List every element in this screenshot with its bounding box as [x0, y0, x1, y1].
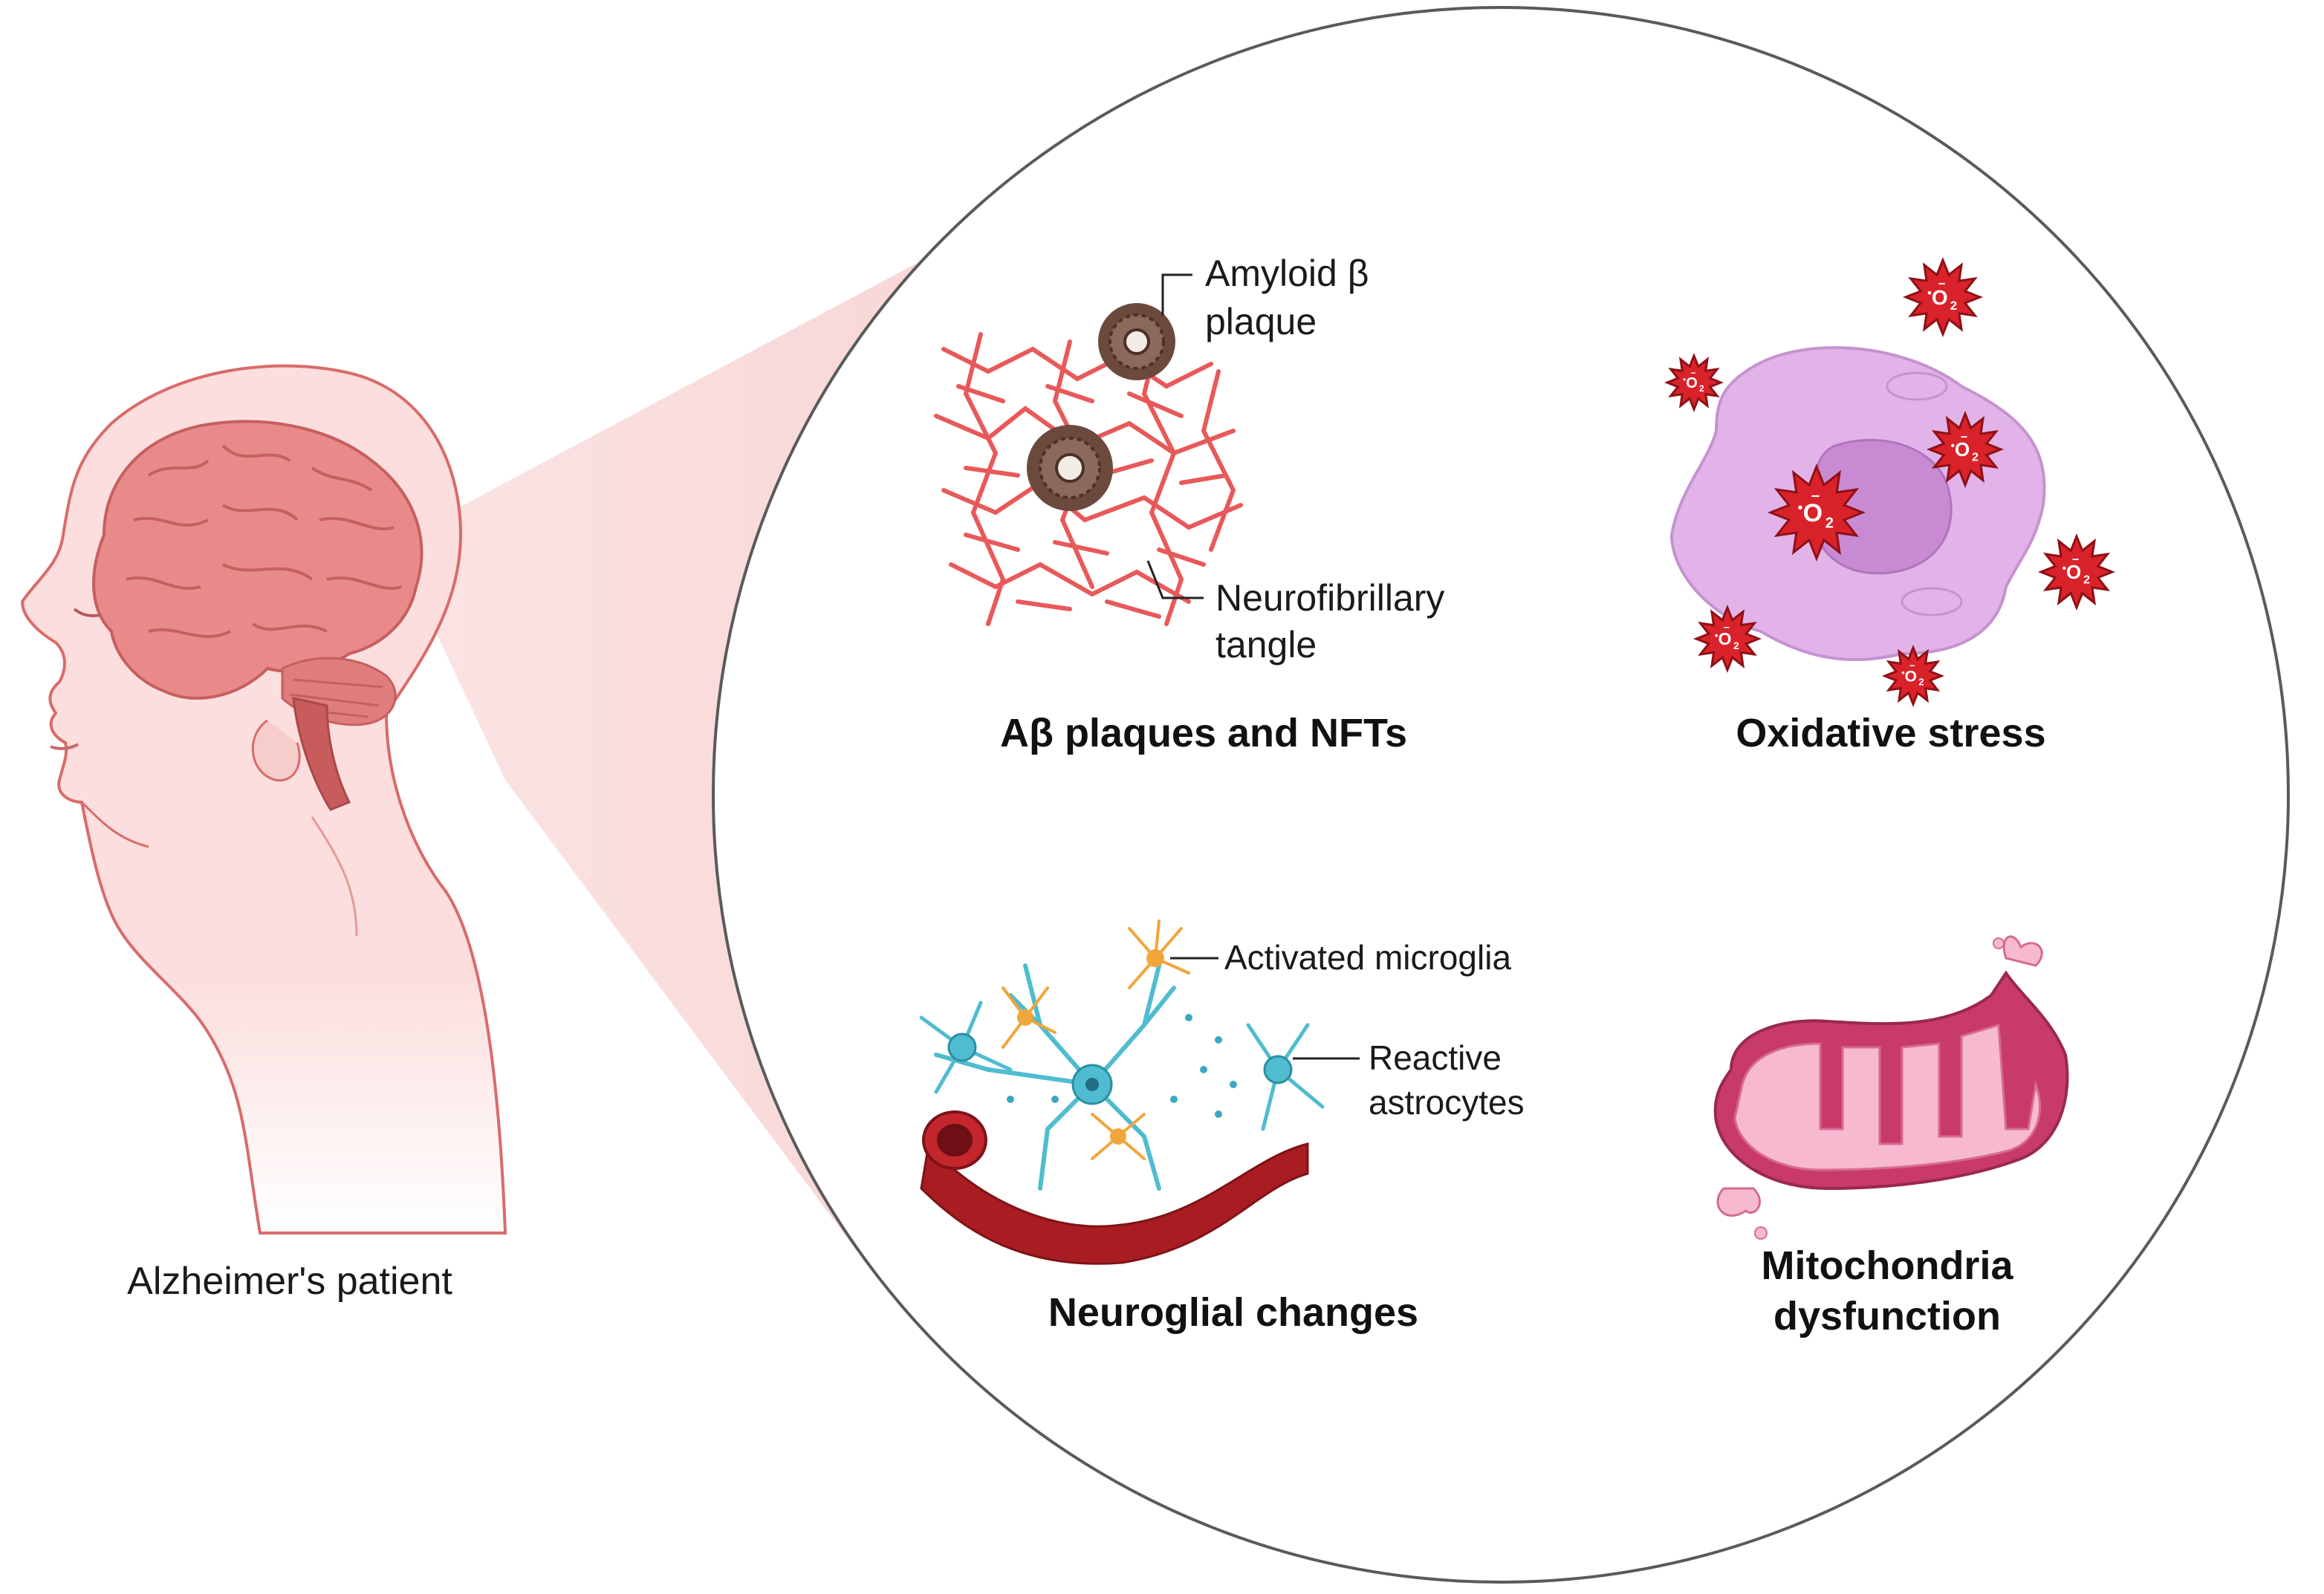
- radical-subscript: 2: [1950, 299, 1957, 313]
- radical-dot: •: [1951, 440, 1955, 452]
- radical-subscript: 2: [1918, 677, 1924, 688]
- plaque-callout-line: [1161, 273, 1192, 316]
- panel-neuroglial: Activated microglia Reactive astrocytes …: [919, 920, 1525, 1335]
- plaque-callout-label-2: plaque: [1205, 301, 1317, 342]
- radical-label: O: [1803, 499, 1822, 527]
- panel-plaques: Amyloid β plaque Neurofibrillary tangle …: [934, 253, 1444, 755]
- radical-starburst: [1902, 256, 1984, 338]
- amyloid-plaque-icon: [1027, 425, 1113, 511]
- tangle-callout-label: Neurofibrillary: [1215, 577, 1444, 619]
- cytokine-dots: [1007, 1014, 1237, 1118]
- radical-dot: •: [1927, 286, 1932, 300]
- patient-label: Alzheimer's patient: [127, 1260, 452, 1303]
- microglia-callout-label: Activated microglia: [1224, 938, 1511, 977]
- radical-dot: •: [2062, 562, 2067, 575]
- radical-charge: −: [1938, 276, 1946, 290]
- radical-label: O: [1932, 286, 1948, 309]
- radical-label: O: [2066, 561, 2081, 583]
- radical-starburst: [1664, 352, 1724, 413]
- radical-charge: −: [1811, 489, 1820, 505]
- astrocyte-icon: [919, 1001, 1325, 1131]
- panel-title-oxidative: Oxidative stress: [1736, 711, 2045, 755]
- mito-fragment: [2002, 935, 2043, 967]
- radical-dot: •: [1901, 667, 1905, 678]
- radical-label: O: [1718, 629, 1732, 648]
- radical-charge: −: [1909, 660, 1915, 671]
- radical-charge: −: [1961, 431, 1967, 443]
- radical-starburst: [2037, 533, 2116, 611]
- radical-label: O: [1905, 668, 1917, 685]
- amyloid-plaque-icon: [1098, 303, 1175, 380]
- radical-subscript: 2: [1733, 640, 1739, 651]
- radical-charge: −: [1690, 368, 1695, 378]
- radical-starburst: [1926, 410, 2005, 489]
- radical-starburst: [1767, 463, 1866, 562]
- zoom-circle: [712, 6, 2290, 1584]
- radical-subscript: 2: [2083, 574, 2090, 587]
- radical-dot: •: [1798, 500, 1803, 516]
- astrocyte-callout-label-2: astrocytes: [1369, 1083, 1525, 1122]
- radical-charge: −: [2072, 553, 2079, 566]
- radical-charge: −: [1724, 622, 1730, 634]
- brain-icon: [92, 420, 423, 811]
- radical-starburst: [1881, 644, 1945, 708]
- lips: [50, 743, 79, 750]
- brainstem: [292, 697, 351, 811]
- tangle-callout-label-2: tangle: [1215, 624, 1317, 666]
- blood-vessel: [920, 1141, 1309, 1265]
- radical-subscript: 2: [1699, 383, 1704, 394]
- panel-title-neuroglial: Neuroglial changes: [1048, 1290, 1418, 1335]
- astrocyte-callout-label: Reactive: [1369, 1038, 1502, 1077]
- tangle-callout-line: [1146, 560, 1204, 599]
- radical-dot: •: [1715, 629, 1718, 641]
- radical-label: O: [1955, 438, 1970, 461]
- radical-dot: •: [1683, 374, 1686, 385]
- radical-subscript: 2: [1972, 452, 1979, 464]
- radical-starburst: [1692, 604, 1762, 674]
- mitochondrion-inner: [1733, 1024, 2042, 1171]
- plaque-callout-label: Amyloid β: [1205, 253, 1369, 294]
- panel-title-mito: Mitochondria: [1762, 1243, 2014, 1288]
- microglia-icon: [1002, 920, 1190, 1160]
- mito-fragment: [1716, 1187, 1762, 1217]
- ear: [251, 719, 301, 782]
- panel-title-plaques: Aβ plaques and NFTs: [1000, 711, 1407, 755]
- panel-mito: Mitochondria dysfunction: [1713, 935, 2069, 1338]
- radical-label: O: [1686, 375, 1698, 391]
- radical-subscript: 2: [1825, 515, 1834, 531]
- panel-title-mito-2: dysfunction: [1773, 1294, 2001, 1338]
